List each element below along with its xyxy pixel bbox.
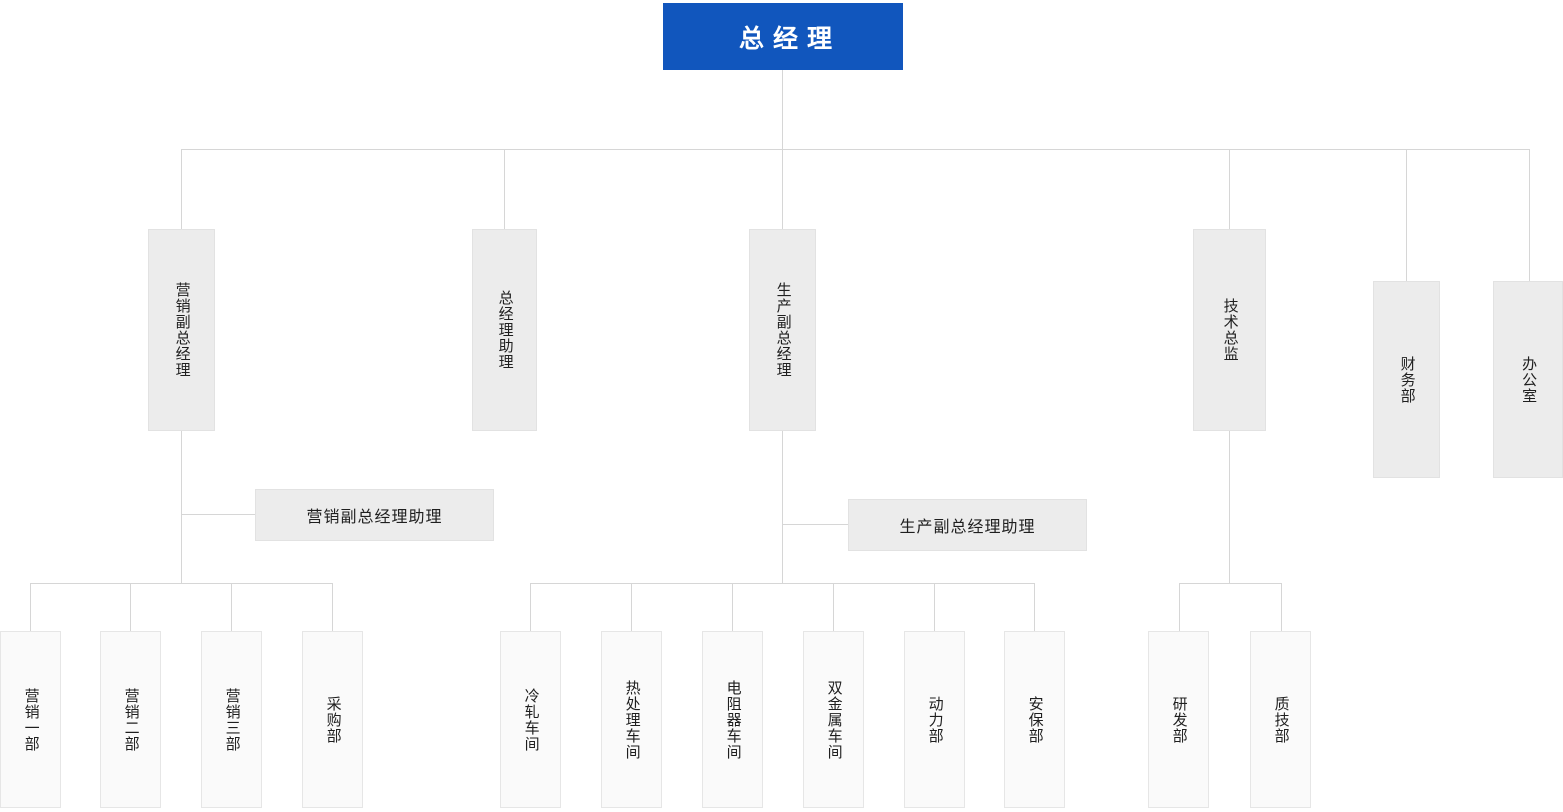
connector-marketing-bus xyxy=(30,583,333,584)
node-marketing-dept-1[interactable]: 营销一部 xyxy=(0,631,61,808)
node-security-department-label: 安保部 xyxy=(1026,695,1044,744)
node-office[interactable]: 办公室 xyxy=(1493,281,1563,478)
node-technical-director-label: 技术总监 xyxy=(1221,298,1239,362)
connector-marketing-assistant-link xyxy=(181,514,256,515)
connector-production-stem xyxy=(782,431,783,584)
node-production-dept-4-label: 双金属车间 xyxy=(825,679,843,760)
connector-drop-marketing-vp xyxy=(181,149,182,229)
node-technical-director[interactable]: 技术总监 xyxy=(1193,229,1266,431)
connector-drop-marketing-dept-1 xyxy=(30,583,31,631)
node-gm-assistant[interactable]: 总经理助理 xyxy=(472,229,537,431)
node-production-dept-1-label: 冷轧车间 xyxy=(522,687,540,752)
connector-marketing-stem xyxy=(181,431,182,584)
node-marketing-dept-1-label: 营销一部 xyxy=(22,687,40,752)
node-marketing-dept-2-label: 营销二部 xyxy=(122,687,140,752)
connector-drop-finance xyxy=(1406,149,1407,281)
node-production-dept-3-label: 电阻器车间 xyxy=(724,679,742,760)
connector-drop-production-dept-2 xyxy=(631,583,632,631)
node-production-vp-assistant-label: 生产副总经理助理 xyxy=(899,519,1036,536)
connector-root-stem xyxy=(782,70,783,150)
node-production-dept-3[interactable]: 电阻器车间 xyxy=(702,631,763,808)
node-quality-tech-department-label: 质技部 xyxy=(1272,695,1290,744)
node-production-vp-label: 生产副总经理 xyxy=(774,282,792,378)
connector-drop-gm-assistant xyxy=(504,149,505,229)
node-power-department[interactable]: 动力部 xyxy=(904,631,965,808)
connector-drop-production-dept-5 xyxy=(934,583,935,631)
connector-drop-production-vp xyxy=(782,149,783,229)
node-production-dept-2-label: 热处理车间 xyxy=(623,679,641,760)
node-production-dept-1[interactable]: 冷轧车间 xyxy=(500,631,561,808)
connector-drop-production-dept-1 xyxy=(530,583,531,631)
node-marketing-dept-3[interactable]: 营销三部 xyxy=(201,631,262,808)
connector-drop-technical-dept-2 xyxy=(1281,583,1282,631)
node-general-manager[interactable]: 总 经 理 xyxy=(663,3,903,70)
connector-drop-technical-dept-1 xyxy=(1179,583,1180,631)
connector-drop-office xyxy=(1529,149,1530,281)
node-production-vp[interactable]: 生产副总经理 xyxy=(749,229,816,431)
node-office-label: 办公室 xyxy=(1520,355,1538,404)
node-marketing-dept-3-label: 营销三部 xyxy=(223,687,241,752)
connector-technical-bus xyxy=(1179,583,1282,584)
node-marketing-vp-assistant[interactable]: 营销副总经理助理 xyxy=(255,489,494,541)
connector-top-bus xyxy=(181,149,1530,150)
connector-drop-marketing-dept-3 xyxy=(231,583,232,631)
connector-drop-marketing-dept-2 xyxy=(130,583,131,631)
connector-drop-production-dept-6 xyxy=(1034,583,1035,631)
node-purchasing-department[interactable]: 采购部 xyxy=(302,631,363,808)
node-finance-department-label: 财务部 xyxy=(1398,355,1416,404)
node-production-dept-4[interactable]: 双金属车间 xyxy=(803,631,864,808)
node-general-manager-label: 总 经 理 xyxy=(739,24,833,53)
node-marketing-vp-assistant-label: 营销副总经理助理 xyxy=(306,509,443,526)
connector-production-bus xyxy=(530,583,1035,584)
node-production-dept-2[interactable]: 热处理车间 xyxy=(601,631,662,808)
node-power-department-label: 动力部 xyxy=(926,695,944,744)
node-quality-tech-department[interactable]: 质技部 xyxy=(1250,631,1311,808)
node-marketing-dept-2[interactable]: 营销二部 xyxy=(100,631,161,808)
node-finance-department[interactable]: 财务部 xyxy=(1373,281,1440,478)
connector-drop-production-dept-3 xyxy=(732,583,733,631)
node-marketing-vp[interactable]: 营销副总经理 xyxy=(148,229,215,431)
node-marketing-vp-label: 营销副总经理 xyxy=(173,282,191,378)
node-purchasing-department-label: 采购部 xyxy=(324,695,342,744)
node-rnd-department[interactable]: 研发部 xyxy=(1148,631,1209,808)
node-security-department[interactable]: 安保部 xyxy=(1004,631,1065,808)
connector-drop-marketing-dept-4 xyxy=(332,583,333,631)
connector-drop-production-dept-4 xyxy=(833,583,834,631)
connector-drop-technical-director xyxy=(1229,149,1230,229)
node-rnd-department-label: 研发部 xyxy=(1170,695,1188,744)
node-gm-assistant-label: 总经理助理 xyxy=(496,290,514,370)
connector-production-assistant-link xyxy=(782,524,849,525)
node-production-vp-assistant[interactable]: 生产副总经理助理 xyxy=(848,499,1087,551)
connector-technical-stem xyxy=(1229,431,1230,584)
